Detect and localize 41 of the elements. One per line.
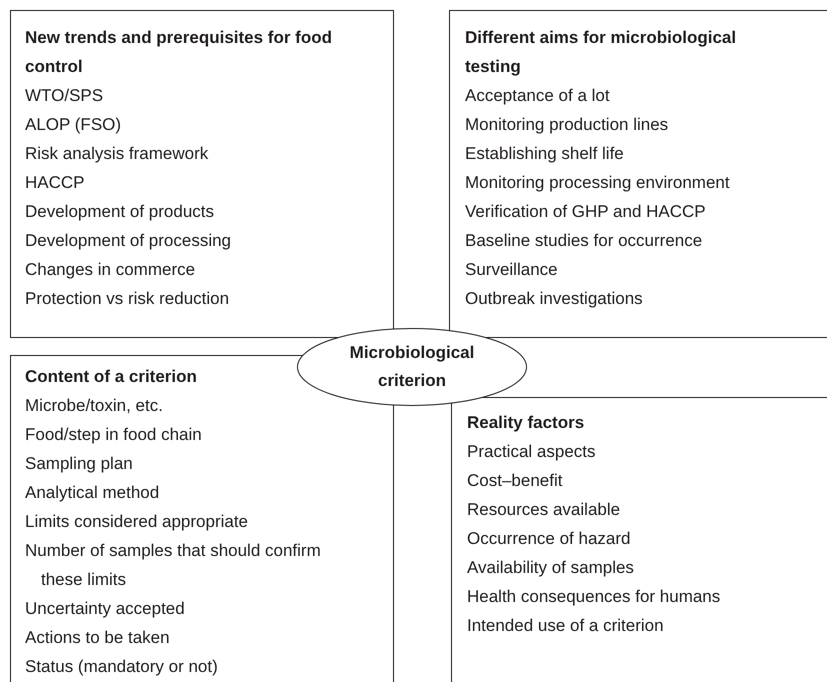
list-item: Resources available — [467, 499, 620, 521]
list-item: Baseline studies for occurrence — [465, 230, 702, 252]
text-panel — [451, 397, 827, 682]
list-item: Risk analysis framework — [25, 143, 208, 165]
list-item: Intended use of a criterion — [467, 615, 664, 637]
panel-heading: Different aims for microbiological testing — [465, 27, 738, 78]
list-item: Acceptance of a lot — [465, 85, 610, 107]
list-item: Development of processing — [25, 230, 232, 252]
list-item: Analytical method — [25, 482, 160, 504]
list-item: Sampling plan — [25, 453, 133, 475]
list-item: ALOP (FSO) — [25, 114, 122, 136]
list-item: Availability of samples — [467, 557, 634, 579]
list-item: Changes in commerce — [25, 259, 196, 281]
list-item: Occurrence of hazard — [467, 528, 630, 550]
list-item: Food/step in food chain — [25, 424, 202, 446]
list-item: Actions to be taken — [25, 627, 170, 649]
list-item: Practical aspects — [467, 441, 596, 463]
list-item: HACCP — [25, 172, 85, 194]
list-item: Outbreak investigations — [465, 288, 643, 310]
list-item: Surveillance — [465, 259, 558, 281]
list-item: Monitoring processing environment — [465, 172, 730, 194]
node-title: Microbiological criterion — [348, 342, 476, 392]
list-item: Monitoring production lines — [465, 114, 668, 136]
list-item: Limits considered appropriate — [25, 511, 248, 533]
list-item: WTO/SPS — [25, 85, 104, 107]
text-panel — [10, 10, 394, 338]
list-item: Number of samples that should confirm these limits — [25, 540, 322, 591]
list-item: Health consequences for humans — [467, 586, 720, 608]
list-item: Cost–benefit — [467, 470, 562, 492]
list-item: Protection vs risk reduction — [25, 288, 230, 310]
list-item: Microbe/toxin, etc. — [25, 395, 163, 417]
list-item: Uncertainty accepted — [25, 598, 185, 620]
list-item: Establishing shelf life — [465, 143, 624, 165]
ellipse-node — [297, 328, 527, 406]
panel-heading: New trends and prerequisites for food control — [25, 27, 333, 78]
list-item: Development of products — [25, 201, 214, 223]
text-panel — [449, 10, 827, 338]
list-item: Verification of GHP and HACCP — [465, 201, 706, 223]
panel-heading: Content of a criterion — [25, 366, 198, 388]
list-item: Status (mandatory or not) — [25, 656, 218, 678]
panel-heading: Reality factors — [467, 412, 586, 434]
